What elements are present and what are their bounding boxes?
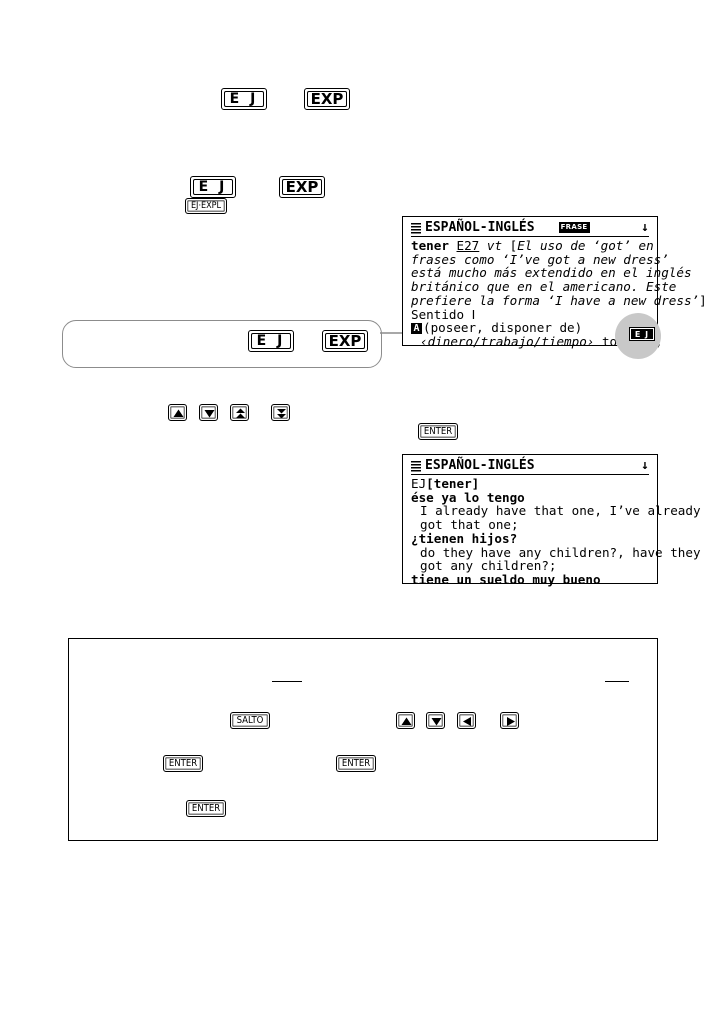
up-arrow-icon	[173, 409, 184, 417]
right-arrow-icon	[507, 717, 515, 726]
exp-key: EXP	[304, 88, 350, 110]
exp-key-label: EXP	[282, 179, 322, 195]
usage-note-line-last: prefiere la forma ‘I have a new dress’]	[411, 293, 707, 308]
up-arrow-key	[396, 712, 415, 729]
example-header-line: EJ[tener]	[411, 477, 649, 491]
frase-badge: FRASE	[558, 222, 590, 233]
down-arrow-icon	[204, 410, 215, 418]
underline-mark	[605, 681, 629, 682]
down-arrow-icon	[431, 718, 442, 726]
example-translation: do they have any children?, have they	[420, 544, 701, 560]
ej-key: E J	[190, 176, 236, 198]
ej-key-label: E J	[193, 179, 233, 195]
example-phrase: tiene un sueldo muy bueno	[411, 571, 601, 587]
right-arrow-key	[500, 712, 519, 729]
dictionary-lines-icon	[411, 460, 421, 471]
left-arrow-icon	[463, 717, 471, 726]
left-arrow-key	[457, 712, 476, 729]
page-down-icon	[277, 409, 286, 419]
screen-header: ESPAÑOL-INGLÉS FRASE ↓	[411, 219, 649, 237]
ej-key: E J	[248, 330, 294, 352]
salto-key: SALTO	[230, 712, 270, 729]
page-down-key	[271, 404, 290, 421]
ej-key: E J	[221, 88, 267, 110]
translation-context: ‹dinero/trabajo/tiempo›	[420, 333, 595, 349]
ej-expl-key: EJ·EXPL	[185, 198, 227, 214]
usage-note-line: prefiere la forma ‘I have a new dress’	[411, 292, 700, 308]
example-prefix: EJ	[411, 476, 427, 491]
dictionary-screen-examples: ESPAÑOL-INGLÉS ↓ EJ[tener] ése ya lo ten…	[402, 454, 701, 587]
exp-key-label: EXP	[307, 91, 347, 107]
conjugation-ref: E27	[456, 238, 480, 253]
ej-indicator-label: E J	[631, 329, 653, 339]
example-phrase: ¿tienen hijos?	[411, 530, 518, 546]
sense-definition-line: A(poseer, disponer de)	[411, 321, 649, 335]
enter-key: ENTER	[163, 755, 203, 772]
part-of-speech: vt	[486, 238, 503, 253]
ej-indicator-icon: E J	[629, 327, 655, 341]
example-phrase: ése ya lo tengo	[411, 489, 525, 505]
exp-key: EXP	[322, 330, 368, 352]
headword: tener	[411, 238, 449, 253]
enter-key: ENTER	[418, 423, 458, 440]
example-translation: got that one;	[420, 517, 519, 533]
down-arrow-key	[199, 404, 218, 421]
example-translation: got any children?;	[420, 558, 557, 574]
example-translation: I already have that one, I’ve already	[420, 503, 701, 519]
usage-note-line: británico que en el americano. Este	[411, 279, 677, 295]
entry-headword-line: tener E27 vt [El uso de ‘got’ en	[411, 238, 654, 253]
enter-key: ENTER	[336, 755, 376, 772]
notes-box	[68, 638, 658, 841]
sense-letter-icon: A	[411, 323, 422, 335]
sense-definition: (poseer, disponer de)	[423, 320, 583, 336]
scroll-down-indicator-icon: ↓	[641, 457, 649, 473]
dictionary-screen-definition: ESPAÑOL-INGLÉS FRASE ↓ tener E27 vt [El …	[402, 216, 707, 349]
usage-note-line: frases como ‘I’ve got a new dress’	[411, 251, 669, 267]
sense-line: Sentido Ⅰ	[411, 306, 476, 322]
note-close-bracket: ]	[699, 292, 707, 308]
up-arrow-key	[168, 404, 187, 421]
up-arrow-icon	[401, 717, 412, 725]
down-arrow-key	[426, 712, 445, 729]
enter-key: ENTER	[186, 800, 226, 817]
screen-header: ESPAÑOL-INGLÉS ↓	[411, 457, 649, 475]
ej-key-label: E J	[251, 333, 291, 349]
screen-title: ESPAÑOL-INGLÉS	[425, 219, 535, 235]
underline-mark	[272, 681, 302, 682]
page-up-key	[230, 404, 249, 421]
usage-note-line: El uso de ‘got’ en	[517, 238, 654, 253]
usage-note-line: está mucho más extendido en el inglés	[411, 265, 692, 281]
screen-title: ESPAÑOL-INGLÉS	[425, 457, 535, 473]
page-up-icon	[236, 408, 245, 418]
note-open-bracket: [	[509, 238, 518, 253]
example-headword: [tener]	[426, 476, 480, 491]
dictionary-lines-icon	[411, 222, 421, 233]
exp-key: EXP	[279, 176, 325, 198]
scroll-down-indicator-icon: ↓	[641, 219, 649, 235]
exp-key-label: EXP	[325, 333, 365, 349]
ej-key-label: E J	[224, 91, 264, 107]
